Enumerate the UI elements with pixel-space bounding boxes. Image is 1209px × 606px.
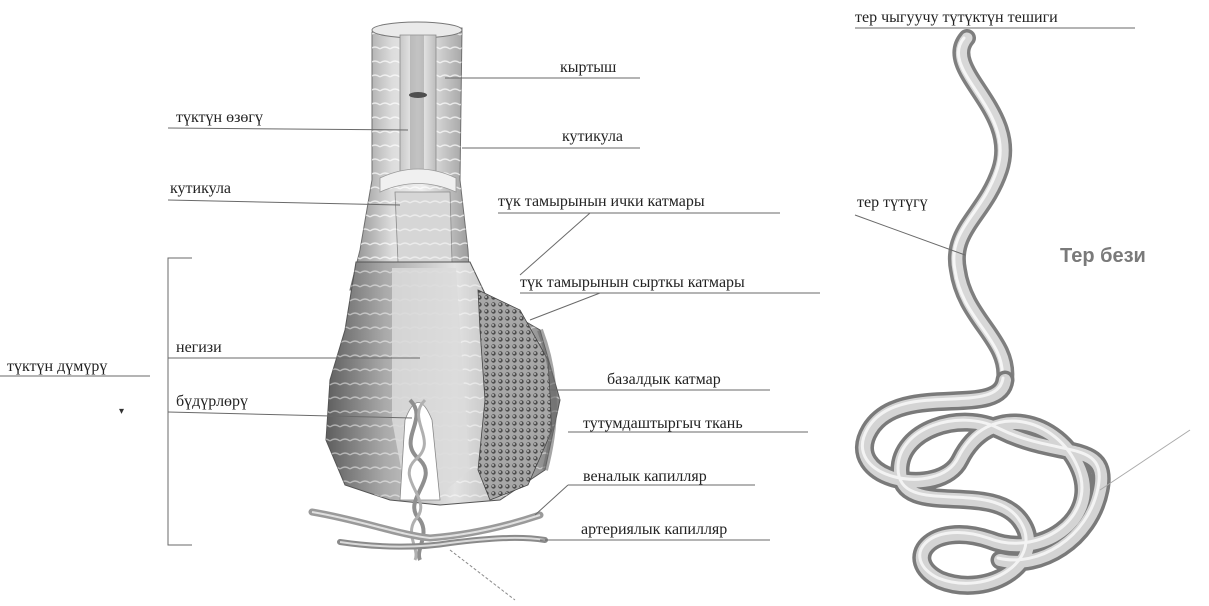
label-cortex: кыртыш — [560, 59, 617, 76]
gland-title: Тер бези — [1060, 245, 1146, 267]
sweat-gland-coil — [862, 378, 1101, 585]
sweat-duct — [957, 38, 1006, 380]
gland-pointer — [1100, 430, 1190, 490]
label-inner-root-sheath: түк тамырынын ички катмары — [498, 193, 705, 210]
label-hair-sac: түктүн дүмүрү — [7, 358, 107, 375]
hair-follicle-illustration — [312, 22, 560, 600]
label-outer-root-sheath: түк тамырынын сырткы катмары — [520, 274, 745, 291]
nerve-fiber — [450, 550, 515, 600]
label-cuticle-right: кутикула — [562, 128, 623, 145]
label-duct-opening: тер чыгуучу түтүктүн тешиги — [855, 9, 1058, 26]
label-base: негизи — [176, 339, 222, 356]
label-arterial-capillary: артериялык капилляр — [581, 521, 727, 538]
sweat-gland-illustration — [862, 38, 1190, 585]
label-hair-core: түктүн өзөгү — [176, 109, 263, 126]
stray-mark: ▾ — [119, 406, 124, 417]
label-papilla: бүдүрлөрү — [176, 393, 248, 410]
label-connective-tissue: тутумдаштыргыч ткань — [583, 415, 743, 432]
label-cuticle-left: кутикула — [170, 180, 231, 197]
label-venous-capillary: веналык капилляр — [583, 468, 707, 485]
label-basal-layer: базалдык катмар — [607, 371, 721, 388]
label-sweat-duct: тер түтүгү — [857, 194, 928, 211]
